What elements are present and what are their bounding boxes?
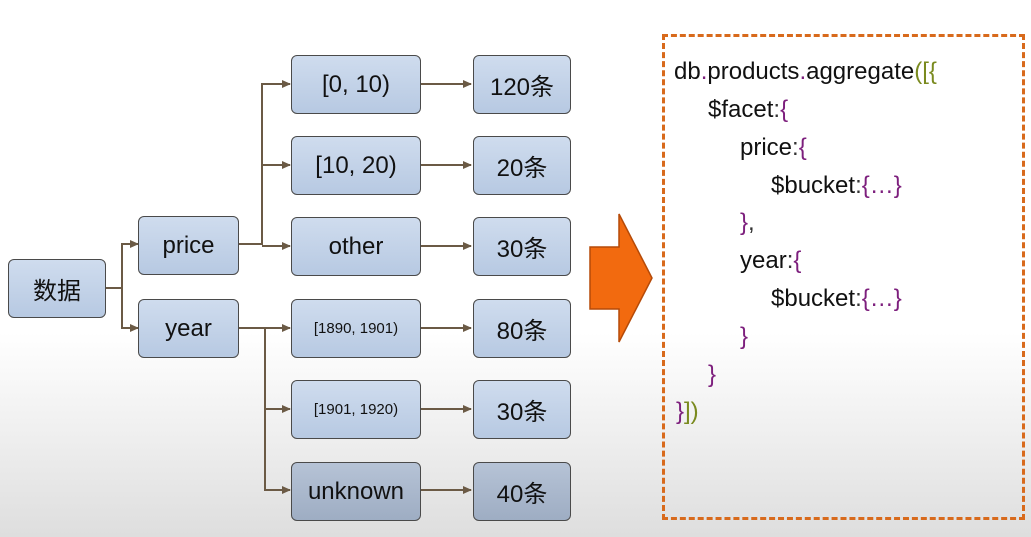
code-brace: {: [798, 134, 807, 161]
code-panel: [662, 34, 1025, 520]
code-bucket: $bucket: [771, 285, 856, 312]
code-dot: .: [799, 58, 807, 85]
code-line-2: $facet:{: [708, 96, 788, 124]
code-bucket: $bucket: [771, 172, 856, 199]
count-node-1: 120条: [473, 55, 571, 114]
code-open-brackets: ([{: [914, 58, 937, 85]
code-close-brackets: ]): [684, 398, 699, 425]
connector-root-fields: [106, 240, 139, 289]
code-brace: }: [740, 323, 749, 350]
bucket-node-price-1: [0, 10): [291, 55, 421, 114]
code-line-9: }: [708, 361, 716, 389]
code-line-8: }: [740, 323, 748, 351]
code-brace: }: [676, 398, 685, 425]
count-node-2: 20条: [473, 136, 571, 195]
transform-arrow-icon: [589, 213, 653, 343]
code-bucket-value: {…}: [861, 172, 902, 199]
code-brace: {: [780, 96, 789, 123]
code-dot: .: [700, 58, 708, 85]
count-node-6: 40条: [473, 462, 571, 521]
code-bucket-value: {…}: [861, 285, 902, 312]
code-line-7: $bucket:{…}: [771, 285, 902, 313]
code-line-5: },: [740, 209, 755, 237]
code-brace: }: [708, 361, 717, 388]
code-colon: :: [855, 285, 862, 312]
count-node-3: 30条: [473, 217, 571, 276]
code-line-3: price:{: [740, 134, 807, 162]
bucket-node-price-2: [10, 20): [291, 136, 421, 195]
code-year-key: year: [740, 247, 787, 274]
code-colon: :: [792, 134, 799, 161]
field-node-year: year: [138, 299, 239, 358]
code-colon: :: [855, 172, 862, 199]
connector-root-year: [121, 288, 139, 332]
code-colon: :: [786, 247, 794, 274]
code-brace: }: [740, 209, 749, 236]
code-products: products: [707, 58, 800, 85]
code-price-key: price: [740, 134, 793, 161]
bucket-node-year-1: [1890, 1901): [291, 299, 421, 358]
code-brace: {: [793, 247, 802, 274]
bucket-node-price-3: other: [291, 217, 421, 276]
bucket-node-year-2: [1901, 1920): [291, 380, 421, 439]
code-aggregate: aggregate: [806, 58, 915, 85]
code-comma: ,: [748, 209, 755, 236]
code-line-4: $bucket:{…}: [771, 172, 902, 200]
code-line-10: }]): [676, 398, 699, 426]
bucket-node-year-3: unknown: [291, 462, 421, 521]
root-node: 数据: [8, 259, 106, 318]
code-facet: $facet: [708, 96, 774, 123]
count-node-5: 30条: [473, 380, 571, 439]
count-node-4: 80条: [473, 299, 571, 358]
code-line-1: db.products.aggregate([{: [674, 58, 937, 86]
field-node-price: price: [138, 216, 239, 275]
code-colon: :: [773, 96, 781, 123]
code-db: db: [674, 58, 701, 85]
code-line-6: year:{: [740, 247, 801, 275]
